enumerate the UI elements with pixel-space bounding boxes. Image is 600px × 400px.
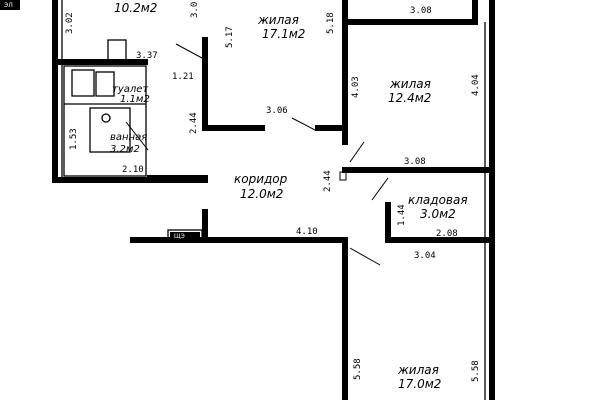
- dim-living-bottom-right: 5.58: [471, 360, 481, 382]
- meter-tag: ЩЭ: [174, 233, 185, 240]
- storage-area: 3.0м2: [420, 207, 456, 221]
- bath-block-frame: [63, 65, 147, 177]
- bathtub: [89, 107, 131, 153]
- dim-bath-block: 1.21: [172, 72, 194, 82]
- corridor-area: 12.0м2: [240, 187, 283, 201]
- sink: [101, 113, 111, 123]
- kitchen-area: 10.2м2: [114, 1, 157, 15]
- living-right-area: 12.4м2: [388, 91, 431, 105]
- dim-storage-height: 1.44: [397, 204, 407, 226]
- kitchen-vent: [107, 39, 127, 61]
- corridor-name: коридор: [234, 172, 288, 186]
- dim-living-bottom-width: 3.04: [414, 251, 436, 261]
- bath-name: ванная: [110, 132, 147, 143]
- wall-corridor-bottom: [130, 237, 348, 400]
- dim-bath-height: 1.53: [69, 128, 79, 150]
- dim-bath-left: 2.44: [189, 112, 199, 134]
- door-storage: [371, 177, 389, 201]
- door-living-right: [349, 141, 365, 163]
- dim-kitchen-width: 3.37: [136, 51, 158, 61]
- plumbing-fixtures: ЩЭ ЭЛ: [0, 0, 203, 241]
- living-right-door-jamb: [339, 171, 347, 181]
- bath-area: 3.2м2: [110, 144, 140, 155]
- dim-top-right-width: 3.08: [410, 6, 432, 16]
- dim-living-top-width: 3.06: [266, 106, 288, 116]
- door-kitchen: [175, 43, 203, 59]
- corner-tag-box: [0, 0, 20, 10]
- dim-living-right-bottom-width: 3.08: [404, 157, 426, 167]
- living-right-name: жилая: [389, 77, 431, 91]
- living-bottom-area: 17.0м2: [398, 377, 441, 391]
- corner-tag: ЭЛ: [4, 2, 13, 9]
- dim-corridor-width: 4.10: [296, 227, 318, 237]
- dimension-labels: 3.02 3.0 5.17 5.18 3.08 3.37 1.21 4.03 4…: [65, 2, 481, 382]
- wall-storage: [385, 202, 493, 243]
- wall-top-right: [342, 0, 478, 25]
- doors: [125, 43, 389, 266]
- toilet-cistern: [71, 69, 95, 97]
- dim-corridor-height: 2.44: [323, 170, 333, 192]
- living-bottom-name: жилая: [397, 363, 439, 377]
- room-labels: 10.2м2 жилая 17.1м2 жилая 12.4м2 туалет …: [110, 1, 468, 391]
- storage-name: кладовая: [408, 193, 468, 207]
- dim-top-cut: 3.0: [190, 2, 200, 18]
- toilet-bowl: [95, 71, 115, 97]
- dim-living-bottom-left: 5.58: [353, 358, 363, 380]
- dim-storage-width: 2.08: [436, 229, 458, 239]
- meter-box-fill: [170, 232, 200, 239]
- toilet-name: туалет: [112, 84, 149, 95]
- walls: [52, 0, 495, 400]
- dim-living-right-left: 4.03: [351, 76, 361, 98]
- meter-box: [167, 229, 203, 241]
- toilet-area: 1.1м2: [120, 94, 150, 105]
- door-living-top: [291, 117, 316, 131]
- door-living-bottom: [349, 247, 381, 266]
- dim-bath-width: 2.10: [122, 165, 144, 175]
- living-top-area: 17.1м2: [262, 27, 305, 41]
- dim-living-top-left: 5.17: [225, 26, 235, 48]
- dim-kitchen-height: 3.02: [65, 12, 75, 34]
- living-top-name: жилая: [257, 13, 299, 27]
- dim-living-top-right: 5.18: [326, 12, 336, 34]
- dim-living-right-right: 4.04: [471, 74, 481, 96]
